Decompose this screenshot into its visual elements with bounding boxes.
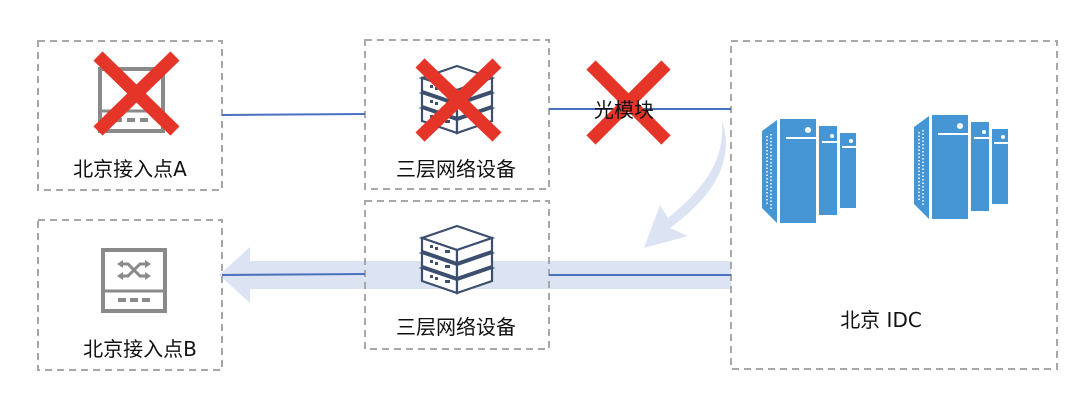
failure-x-icon — [415, 58, 502, 142]
reroute-curved-arrow — [644, 120, 726, 248]
l3-bottom-label: 三层网络设备 — [396, 315, 516, 339]
l3-top-label: 三层网络设备 — [396, 157, 516, 181]
server-rack-icon — [913, 114, 1009, 220]
link-b-to-l3-bottom — [221, 273, 366, 276]
switch-icon — [101, 248, 167, 313]
l3-device-icon — [420, 224, 494, 295]
optical-module-label: 光模块 — [594, 98, 654, 122]
access-b-box — [37, 219, 223, 371]
failure-x-icon — [93, 51, 180, 136]
access-a-box — [37, 40, 223, 191]
access-b-label: 北京接入点B — [83, 337, 197, 361]
idc-label: 北京 IDC — [840, 308, 922, 332]
idc-box — [730, 40, 1058, 370]
server-rack-icon — [761, 118, 857, 224]
link-a-to-l3-top — [221, 113, 366, 116]
failure-x-icon — [586, 60, 671, 145]
access-a-label: 北京接入点A — [73, 157, 187, 181]
